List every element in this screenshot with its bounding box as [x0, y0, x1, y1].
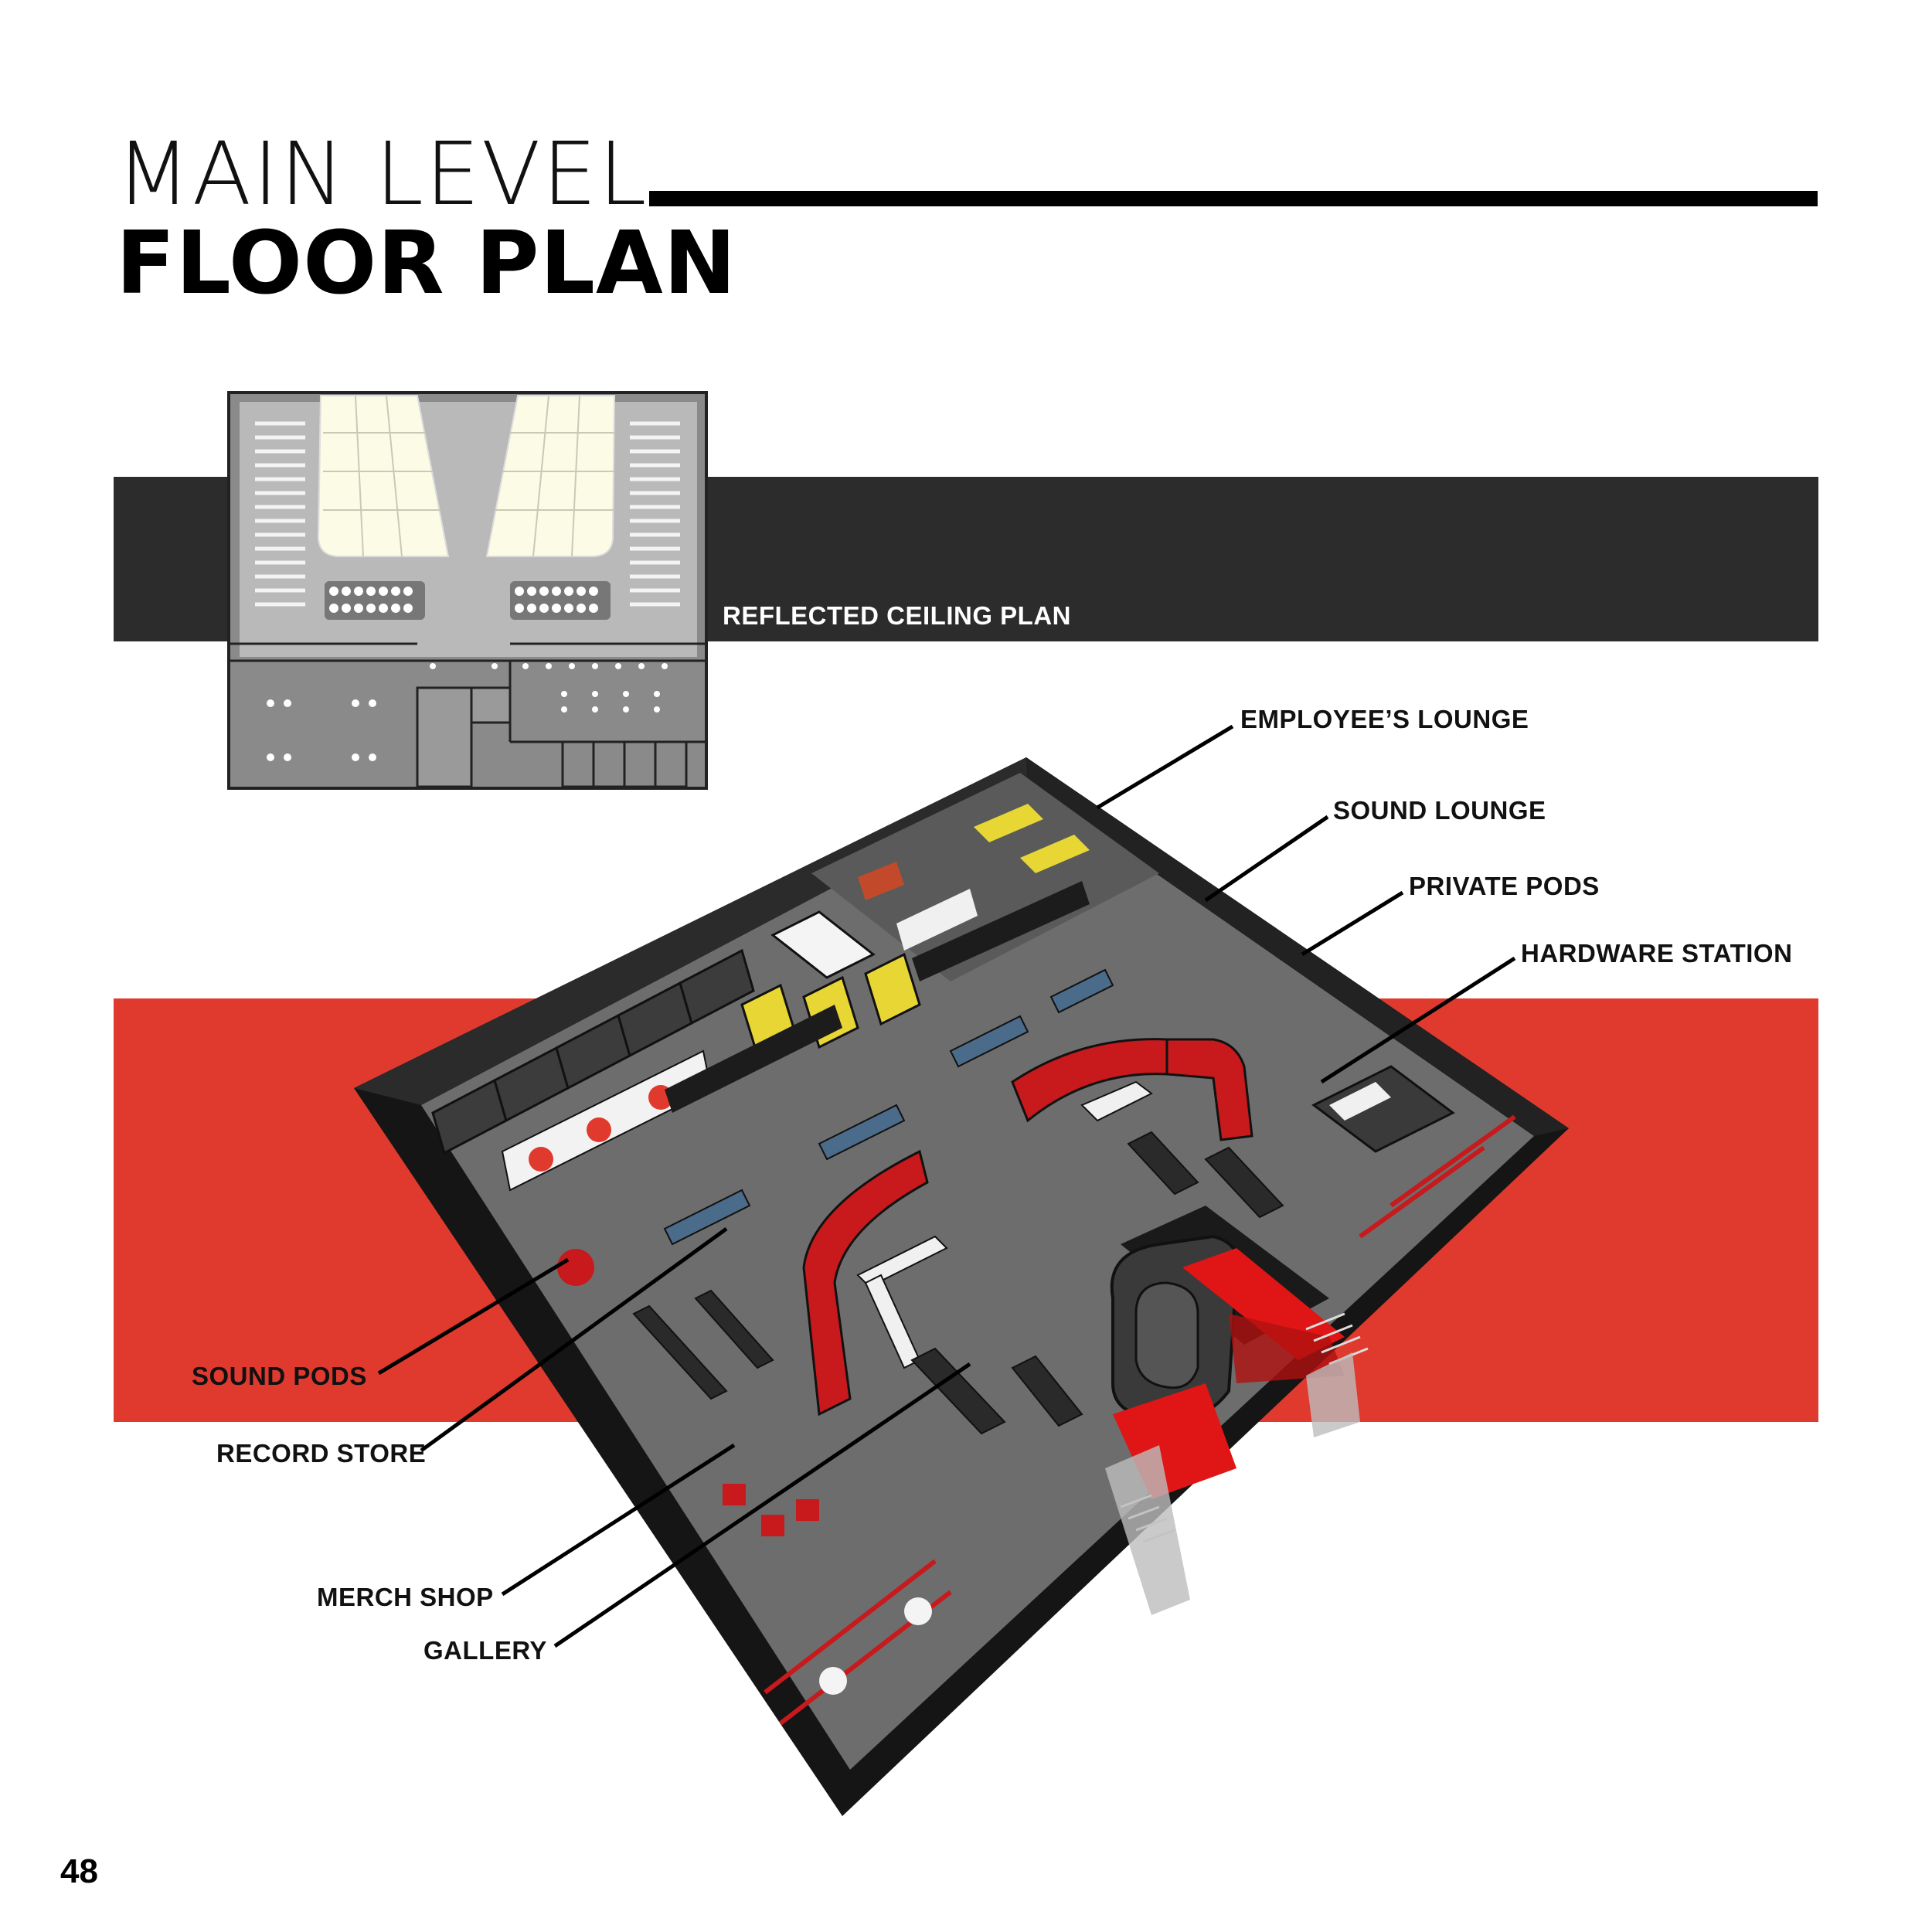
callout-sound-lounge: SOUND LOUNGE	[1333, 796, 1546, 825]
callout-leaders	[377, 724, 1516, 1648]
page-number: 48	[60, 1852, 98, 1890]
title-floor-plan: FLOOR PLAN	[116, 213, 737, 314]
callout-merch-shop: MERCH SHOP	[317, 1583, 494, 1611]
callout-gallery: GALLERY	[423, 1636, 547, 1665]
axonometric-floor-plan	[354, 757, 1569, 1816]
callout-private-pods: PRIVATE PODS	[1409, 872, 1600, 900]
callout-record-store: RECORD STORE	[216, 1439, 427, 1468]
ceiling-plan-caption: REFLECTED CEILING PLAN	[723, 601, 1072, 630]
title-main-level: MAIN LEVEL	[116, 124, 648, 225]
callout-employees-lounge: EMPLOYEE’S LOUNGE	[1240, 705, 1529, 733]
title-rule	[649, 191, 1818, 206]
callout-hardware-station: HARDWARE STATION	[1521, 939, 1793, 968]
callout-sound-pods: SOUND PODS	[192, 1362, 367, 1390]
ceiling-plan-drawing	[227, 391, 708, 790]
